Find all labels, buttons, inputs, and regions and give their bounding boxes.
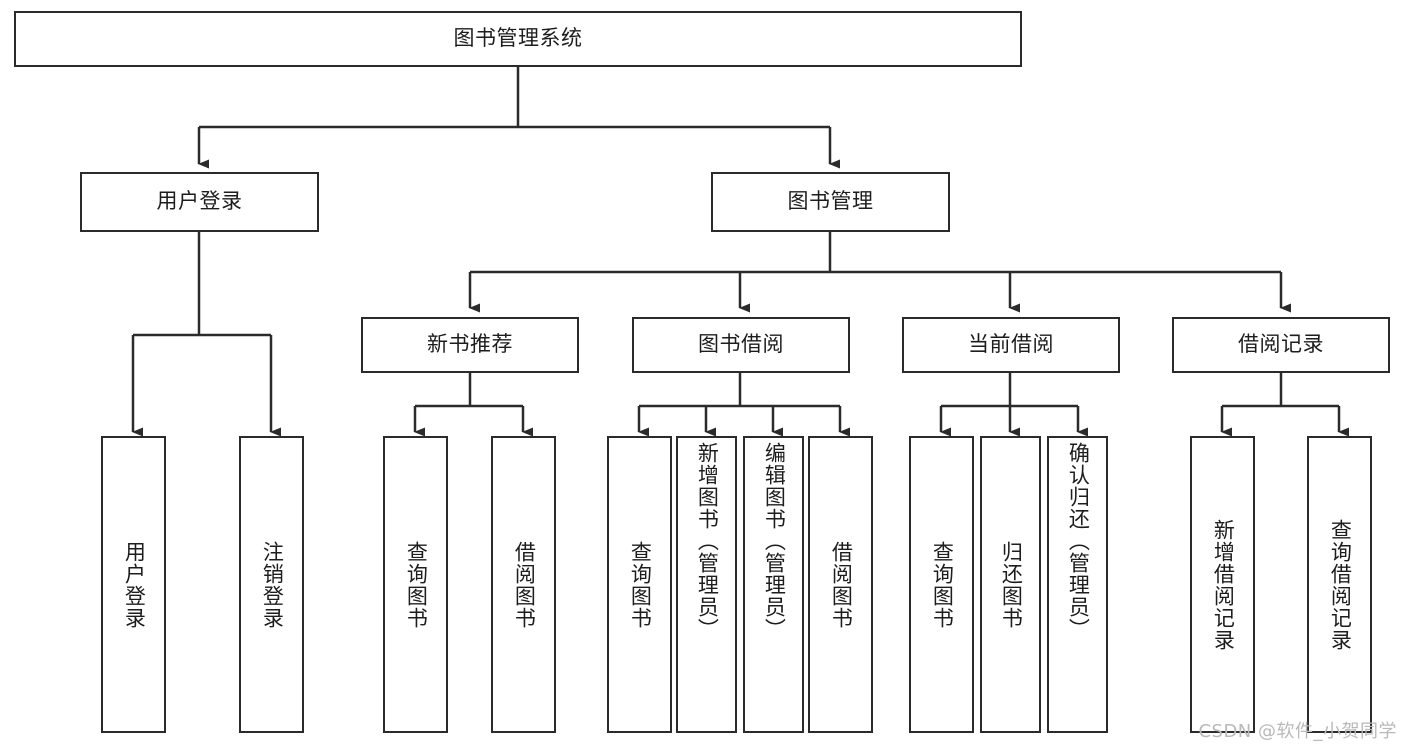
node-leaf-query-book-2[interactable]: 查询图书	[607, 436, 672, 733]
node-leaf-query-book-1[interactable]: 查询图书	[383, 436, 448, 733]
node-leaf-logout-label: 注销登录	[260, 540, 285, 629]
node-leaf-add-record-label: 新增借阅记录	[1211, 518, 1236, 651]
node-leaf-borrow-book-1-label: 借阅图书	[512, 540, 537, 629]
node-book-management[interactable]: 图书管理	[711, 172, 950, 232]
node-leaf-return-book-label: 归还图书	[999, 540, 1024, 629]
node-leaf-query-book-3[interactable]: 查询图书	[909, 436, 974, 733]
node-user-login-label: 用户登录	[156, 189, 243, 214]
node-leaf-user-login[interactable]: 用户登录	[101, 436, 166, 733]
node-borrow-record-label: 借阅记录	[1238, 332, 1324, 357]
node-leaf-borrow-book-2-label: 借阅图书	[829, 540, 854, 629]
node-leaf-add-book[interactable]: 新增图书（管理员）	[676, 436, 737, 733]
node-leaf-confirm-return-label: 确认归还（管理员）	[1066, 442, 1091, 640]
node-user-login[interactable]: 用户登录	[80, 172, 319, 232]
node-root-label: 图书管理系统	[453, 26, 583, 51]
node-leaf-add-record[interactable]: 新增借阅记录	[1190, 436, 1255, 733]
node-leaf-query-record-label: 查询借阅记录	[1328, 518, 1353, 651]
node-leaf-query-record[interactable]: 查询借阅记录	[1307, 436, 1372, 733]
node-borrow-record[interactable]: 借阅记录	[1172, 317, 1390, 373]
node-book-management-label: 图书管理	[787, 189, 874, 214]
node-leaf-edit-book[interactable]: 编辑图书（管理员）	[743, 436, 804, 733]
node-leaf-query-book-2-label: 查询图书	[628, 540, 653, 629]
node-leaf-query-book-1-label: 查询图书	[404, 540, 429, 629]
node-leaf-confirm-return[interactable]: 确认归还（管理员）	[1047, 436, 1108, 733]
node-leaf-logout[interactable]: 注销登录	[239, 436, 304, 733]
node-book-borrow[interactable]: 图书借阅	[632, 317, 850, 373]
node-leaf-user-login-label: 用户登录	[122, 540, 147, 629]
node-root[interactable]: 图书管理系统	[14, 11, 1022, 67]
node-current-borrow[interactable]: 当前借阅	[902, 317, 1120, 373]
node-leaf-borrow-book-1[interactable]: 借阅图书	[491, 436, 556, 733]
node-new-book-recommend[interactable]: 新书推荐	[361, 317, 579, 373]
node-book-borrow-label: 图书借阅	[698, 332, 784, 357]
node-leaf-query-book-3-label: 查询图书	[930, 540, 955, 629]
node-new-book-recommend-label: 新书推荐	[427, 332, 513, 357]
node-leaf-edit-book-label: 编辑图书（管理员）	[762, 442, 787, 640]
node-leaf-return-book[interactable]: 归还图书	[980, 436, 1041, 733]
node-leaf-add-book-label: 新增图书（管理员）	[695, 442, 720, 640]
node-current-borrow-label: 当前借阅	[968, 332, 1054, 357]
node-leaf-borrow-book-2[interactable]: 借阅图书	[808, 436, 873, 733]
